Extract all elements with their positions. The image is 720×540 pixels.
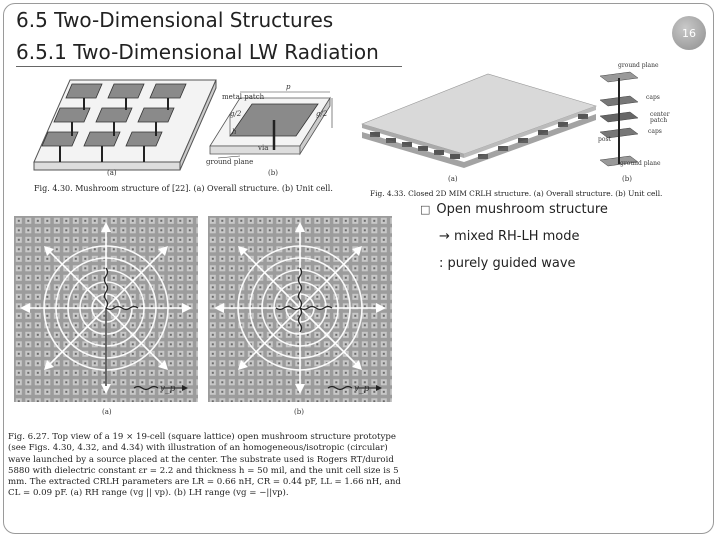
label-g2-side: g/2 — [316, 110, 328, 118]
fig430a-mushroom-array — [33, 79, 217, 171]
label-metal-patch: metal patch — [222, 93, 265, 101]
bullet-square-icon: □ — [420, 203, 431, 216]
fig627b-lh-range-plot — [208, 216, 392, 402]
fig433a-mim-structure — [361, 73, 597, 168]
label-caps-bottom: caps — [648, 128, 662, 135]
fig627a-vp-label: v_p — [160, 384, 176, 394]
label-g2: g/2 — [230, 110, 242, 118]
label-ground-plane-top: ground plane — [618, 62, 659, 69]
label-p: p — [286, 83, 291, 91]
fig433-caption: Fig. 4.33. Closed 2D MIM CRLH structure.… — [370, 189, 663, 198]
fig430-sub-a: (a) — [107, 169, 117, 177]
bullet-item-1: □ Open mushroom structure — [420, 202, 608, 217]
bullet-item-2: → mixed RH-LH mode — [439, 229, 580, 244]
fig430-caption: Fig. 4.30. Mushroom structure of [22]. (… — [34, 184, 333, 193]
bullet-item-1-text: Open mushroom structure — [436, 202, 608, 217]
slide-title-line2: 6.5.1 Two-Dimensional LW Radiation — [16, 40, 379, 64]
page-number-badge: 16 — [672, 16, 706, 50]
bullet-item-3: : purely guided wave — [439, 256, 576, 271]
fig430b-unit-cell — [209, 91, 333, 159]
slide-frame — [3, 3, 714, 534]
fig433-sub-a: (a) — [448, 175, 458, 183]
label-caps-top: caps — [646, 94, 660, 101]
fig433b-unit-cell-stack — [599, 71, 639, 167]
fig430-sub-b: (b) — [268, 169, 278, 177]
fig433-sub-b: (b) — [622, 175, 632, 183]
fig627-caption: Fig. 6.27. Top view of a 19 × 19-cell (s… — [8, 432, 401, 499]
fig627a-rh-range-plot — [14, 216, 198, 402]
label-via: via — [258, 144, 269, 152]
label-ground-plane-430: ground plane — [206, 158, 254, 166]
label-center-patch: center patch — [650, 111, 670, 124]
fig627b-vp-label: v_p — [354, 384, 370, 394]
slide-title-line1: 6.5 Two-Dimensional Structures — [16, 8, 334, 32]
fig627-sub-b: (b) — [294, 408, 304, 416]
label-post: post — [598, 136, 611, 143]
label-ground-plane-bottom: ground plane — [620, 160, 661, 167]
label-h: h — [232, 128, 237, 136]
title-underline — [16, 66, 402, 67]
fig627-sub-a: (a) — [102, 408, 112, 416]
